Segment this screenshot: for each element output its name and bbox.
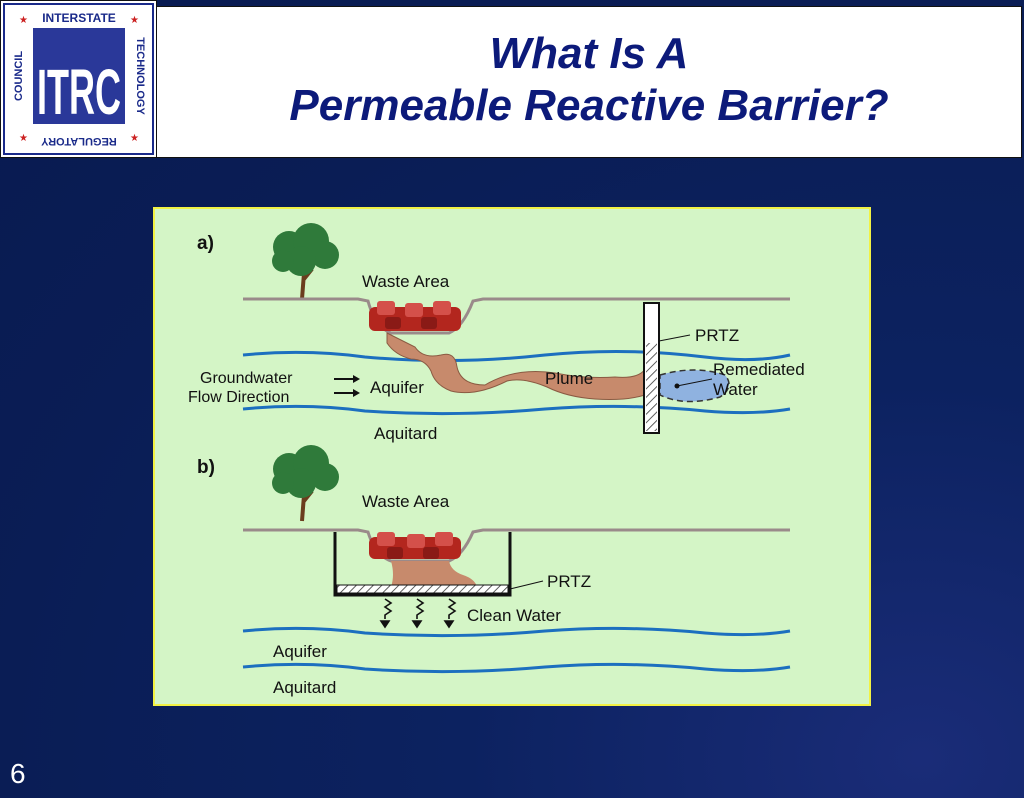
plume-label: Plume bbox=[545, 369, 593, 388]
remediated-label-2: Water bbox=[713, 380, 758, 399]
slide-title-line-2: Permeable Reactive Barrier? bbox=[289, 81, 889, 130]
clean-water-arrows-icon bbox=[379, 598, 457, 629]
aquitard-label-a: Aquitard bbox=[374, 424, 437, 443]
aquifer-label-a: Aquifer bbox=[370, 378, 424, 397]
star-icon: ★ bbox=[19, 133, 28, 144]
prtz-label-b: PRTZ bbox=[547, 572, 591, 591]
aquifer-bottom-line bbox=[242, 404, 791, 416]
ground-surface bbox=[243, 528, 790, 563]
itrc-logo-graphic: ITRC INTERSTATE TECHNOLOGY REGULATORY CO… bbox=[3, 3, 154, 155]
prtz-label-a: PRTZ bbox=[695, 326, 739, 345]
aquitard-label-b: Aquitard bbox=[273, 678, 336, 697]
itrc-block bbox=[33, 28, 125, 124]
waste-drums-icon bbox=[369, 301, 461, 331]
panel-a: a) Waste Area bbox=[188, 223, 805, 443]
remediated-label-1: Remediated bbox=[713, 360, 805, 379]
logo-text-right: TECHNOLOGY bbox=[134, 37, 146, 115]
aquifer-label-b: Aquifer bbox=[273, 642, 327, 661]
prtz-reactive-zone bbox=[646, 343, 657, 431]
aquifer-bottom-line-b bbox=[242, 662, 791, 674]
aquifer-top-line bbox=[242, 349, 791, 363]
aquifer-top-line-b bbox=[242, 626, 791, 638]
panel-b-label: b) bbox=[197, 457, 215, 478]
groundwater-label: Groundwater bbox=[200, 370, 293, 387]
prb-diagram: a) Waste Area bbox=[153, 207, 871, 706]
logo-text-left: COUNCIL bbox=[13, 51, 25, 101]
waste-drums-icon bbox=[369, 532, 461, 559]
logo-text-bottom: REGULATORY bbox=[41, 135, 117, 147]
remediated-water bbox=[659, 369, 730, 403]
tree-icon bbox=[272, 223, 339, 300]
waste-area-label: Waste Area bbox=[362, 272, 450, 291]
contaminant-plume-b bbox=[391, 561, 477, 587]
ground-surface bbox=[243, 297, 790, 335]
slide-title-line-1: What Is A bbox=[489, 29, 689, 78]
itrc-logo: ITRC INTERSTATE TECHNOLOGY REGULATORY CO… bbox=[0, 0, 157, 158]
waste-area-label-b: Waste Area bbox=[362, 492, 450, 511]
contaminant-plume bbox=[386, 332, 646, 400]
star-icon: ★ bbox=[130, 133, 139, 144]
clean-water-label: Clean Water bbox=[467, 606, 561, 625]
flow-arrow-icon bbox=[334, 375, 360, 397]
flow-direction-label: Flow Direction bbox=[188, 389, 289, 406]
page-number: 6 bbox=[10, 758, 26, 789]
star-icon: ★ bbox=[130, 15, 139, 26]
panel-b: b) Waste Area bbox=[197, 445, 791, 697]
prtz-floor bbox=[336, 584, 509, 594]
tree-icon bbox=[272, 445, 339, 522]
star-icon: ★ bbox=[19, 15, 28, 26]
panel-a-label: a) bbox=[197, 233, 214, 254]
containment-barrier bbox=[333, 532, 512, 597]
logo-text-top: INTERSTATE bbox=[42, 11, 116, 25]
title-banner: What Is A Permeable Reactive Barrier? bbox=[156, 6, 1022, 158]
itrc-mark: ITRC bbox=[37, 56, 121, 128]
